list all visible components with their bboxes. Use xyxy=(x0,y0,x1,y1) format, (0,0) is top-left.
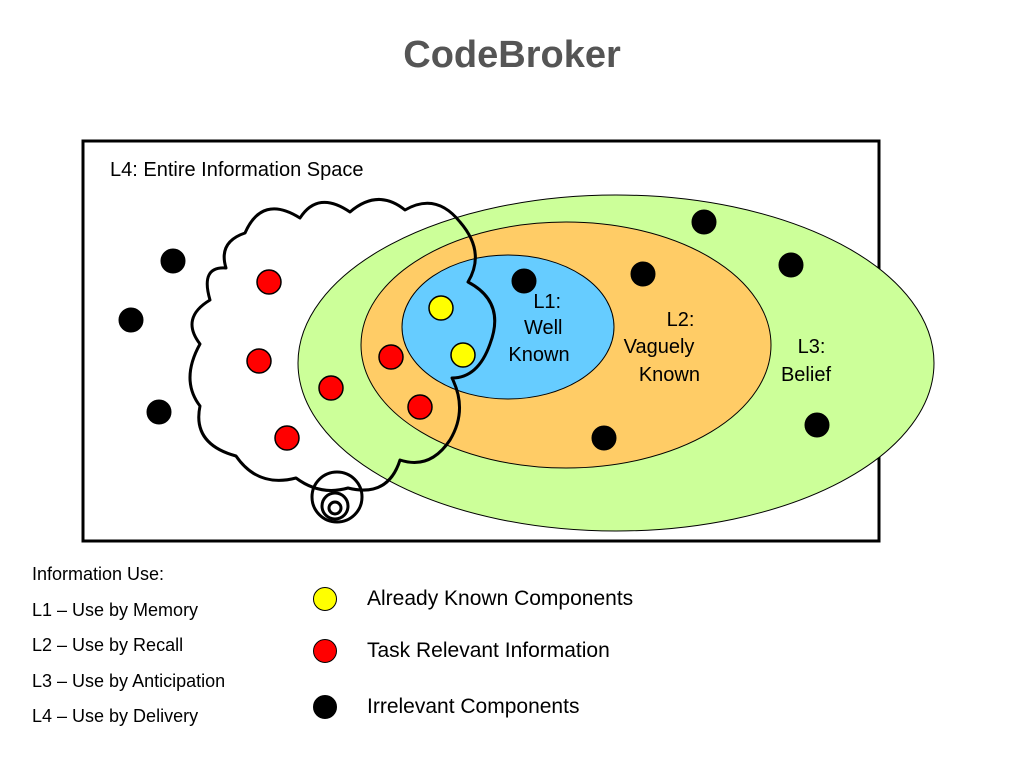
known-dots xyxy=(428,295,476,368)
information-use-l3: L3 – Use by Anticipation xyxy=(32,670,226,691)
l2-label-line-2: Vaguely xyxy=(624,336,695,358)
relevant-dot xyxy=(256,269,282,295)
information-use-heading: Information Use: xyxy=(32,564,165,584)
relevant-dot xyxy=(246,348,272,374)
l1-label-line-1: L1: xyxy=(533,291,561,313)
legend-item-known: Already Known Components xyxy=(313,584,633,614)
legend-label-known: Already Known Components xyxy=(367,587,634,610)
l2-label-line-1: L2: xyxy=(667,309,695,331)
relevant-dot xyxy=(318,375,344,401)
legend-swatch-irrelevant xyxy=(313,695,337,719)
irrelevant-dot xyxy=(804,412,830,438)
page-title: CodeBroker xyxy=(403,34,621,76)
irrelevant-dot xyxy=(146,399,172,425)
l4-label: L4: Entire Information Space xyxy=(110,159,363,181)
relevant-dot xyxy=(407,394,433,420)
l2-label: L2: Vaguely Known xyxy=(624,309,700,386)
legend-item-irrelevant: Irrelevant Components xyxy=(313,692,579,722)
l1-label-line-3: Known xyxy=(508,344,569,366)
relevant-dot xyxy=(378,344,404,370)
information-use-l1: L1 – Use by Memory xyxy=(32,599,199,620)
known-dot xyxy=(428,295,454,321)
information-use-l4: L4 – Use by Delivery xyxy=(32,706,199,726)
legend-swatch-relevant xyxy=(313,639,337,663)
l1-label-line-2: Well xyxy=(524,317,563,339)
irrelevant-dot xyxy=(630,261,656,287)
relevant-dot xyxy=(274,425,300,451)
irrelevant-dot xyxy=(511,268,537,294)
known-dot xyxy=(450,342,476,368)
legend-label-relevant: Task Relevant Information xyxy=(367,639,610,662)
thought-cloud xyxy=(188,198,497,492)
legend-label-irrelevant: Irrelevant Components xyxy=(367,695,580,718)
l3-label: L3: Belief xyxy=(781,336,831,386)
irrelevant-dot xyxy=(591,425,617,451)
thought-bubble-large xyxy=(310,470,364,524)
relevant-dots xyxy=(246,269,433,451)
legend-item-relevant: Task Relevant Information xyxy=(313,636,610,666)
l1-label: L1: Well Known xyxy=(508,291,569,366)
l3-label-line-2: Belief xyxy=(781,364,831,386)
information-use-l2: L2 – Use by Recall xyxy=(32,635,184,655)
l2-label-line-3: Known xyxy=(639,364,700,386)
irrelevant-dot xyxy=(778,252,804,278)
irrelevant-dot xyxy=(118,307,144,333)
irrelevant-dot xyxy=(160,248,186,274)
irrelevant-dot xyxy=(691,209,717,235)
information-use-list: Information Use: L1 – Use by Memory L2 –… xyxy=(32,563,225,741)
legend-swatch-known xyxy=(313,587,337,611)
l3-label-line-1: L3: xyxy=(798,336,826,358)
thought-bubble-small xyxy=(327,500,343,516)
l1-ellipse xyxy=(401,254,615,400)
irrelevant-dots xyxy=(118,209,830,451)
thought-bubble-medium xyxy=(320,491,350,521)
